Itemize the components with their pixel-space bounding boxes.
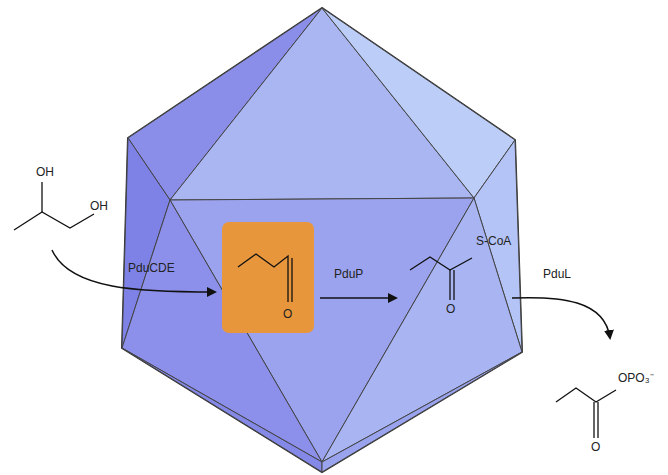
- highlight-box: O: [222, 222, 314, 333]
- atom-label: OH: [36, 166, 54, 178]
- group-label: OPO₃⁻: [618, 372, 654, 384]
- enzyme-name: PduL: [543, 268, 571, 280]
- group-label: S-CoA: [476, 235, 511, 247]
- atom-label: O: [283, 308, 292, 320]
- enzyme-name: PduCDE: [128, 262, 175, 274]
- propanal-structure: [222, 222, 314, 333]
- atom-label: O: [591, 441, 600, 453]
- atom-label: O: [446, 303, 455, 315]
- atom-label: OH: [90, 200, 108, 212]
- enzyme-name: PduP: [334, 268, 363, 280]
